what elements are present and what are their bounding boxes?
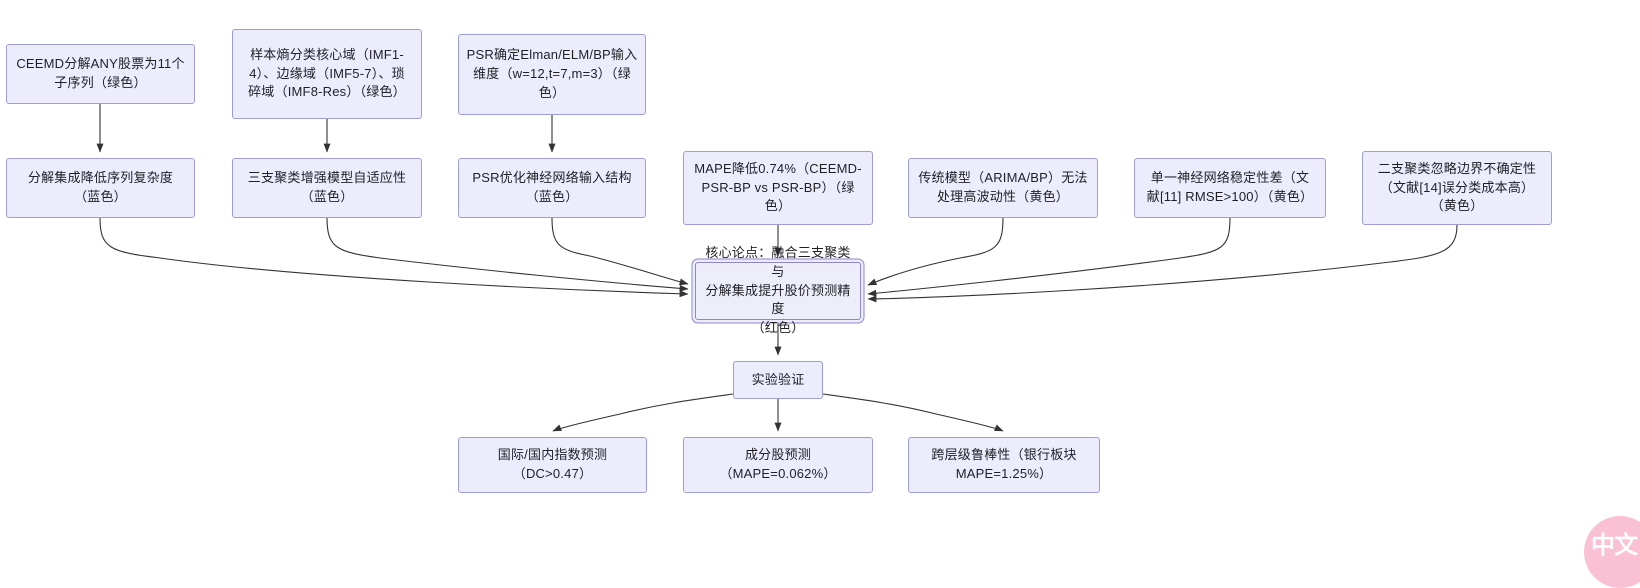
node-two-way-boundary-uncertainty[interactable]: 二支聚类忽略边界不确定性 （文献[14]误分类成本高） （黄色） bbox=[1362, 151, 1552, 225]
node-experiment-validation[interactable]: 实验验证 bbox=[733, 361, 823, 399]
node-label: 分解集成降低序列复杂度 （蓝色） bbox=[27, 170, 174, 204]
node-traditional-model-limitation[interactable]: 传统模型（ARIMA/BP）无法 处理高波动性（黄色） bbox=[908, 158, 1098, 218]
watermark-badge: 中文 bbox=[1584, 516, 1640, 588]
edge-experiment-to-index bbox=[552, 393, 734, 432]
node-label: 国际/国内指数预测 （DC>0.47） bbox=[497, 447, 608, 481]
flowchart-canvas: CEEMD分解ANY股票为11个 子序列（绿色） 样本熵分类核心域（IMF1- 4… bbox=[6, 29, 1640, 588]
node-cross-level-robustness[interactable]: 跨层级鲁棒性（银行板块 MAPE=1.25%） bbox=[908, 437, 1100, 493]
edge-experiment-to-robustness bbox=[822, 393, 1004, 432]
node-label: 二支聚类忽略边界不确定性 （文献[14]误分类成本高） （黄色） bbox=[1377, 160, 1537, 214]
node-label: 样本熵分类核心域（IMF1- 4）、边缘域（IMF5-7）、琐 碎域（IMF8-… bbox=[248, 46, 406, 100]
node-sample-entropy[interactable]: 样本熵分类核心域（IMF1- 4）、边缘域（IMF5-7）、琐 碎域（IMF8-… bbox=[232, 29, 422, 119]
node-mape-reduction[interactable]: MAPE降低0.74%（CEEMD- PSR-BP vs PSR-BP）（绿 色… bbox=[683, 151, 873, 225]
node-single-nn-instability[interactable]: 单一神经网络稳定性差（文 献[11] RMSE>100）（黄色） bbox=[1134, 158, 1326, 218]
node-label: 核心论点：融合三支聚类与 分解集成提升股价预测精度 （红色） bbox=[705, 244, 851, 336]
node-label: 成分股预测 （MAPE=0.062%） bbox=[719, 447, 837, 481]
node-psr-optimize-structure[interactable]: PSR优化神经网络输入结构 （蓝色） bbox=[458, 158, 646, 218]
node-label: PSR优化神经网络输入结构 （蓝色） bbox=[472, 170, 632, 204]
node-component-stock-forecast[interactable]: 成分股预测 （MAPE=0.062%） bbox=[683, 437, 873, 493]
edge-complexity-to-core bbox=[99, 217, 689, 298]
edge-singlenn-to-core bbox=[867, 217, 1231, 297]
edge-twoway-to-core bbox=[867, 224, 1458, 303]
node-reduce-complexity[interactable]: 分解集成降低序列复杂度 （蓝色） bbox=[6, 158, 195, 218]
edge-optimize-to-core bbox=[551, 217, 689, 286]
edge-adaptive-to-core bbox=[326, 217, 689, 292]
node-label: 单一神经网络稳定性差（文 献[11] RMSE>100）（黄色） bbox=[1146, 170, 1314, 204]
edge-traditional-to-core bbox=[867, 217, 1004, 286]
node-label: PSR确定Elman/ELM/BP输入 维度（w=12,t=7,m=3）（绿 色… bbox=[466, 47, 638, 100]
node-label: 跨层级鲁棒性（银行板块 MAPE=1.25%） bbox=[931, 447, 1077, 481]
node-index-forecast[interactable]: 国际/国内指数预测 （DC>0.47） bbox=[458, 437, 647, 493]
node-psr-input-dimension[interactable]: PSR确定Elman/ELM/BP输入 维度（w=12,t=7,m=3）（绿 色… bbox=[458, 34, 646, 115]
node-core-thesis[interactable]: 核心论点：融合三支聚类与 分解集成提升股价预测精度 （红色） bbox=[695, 245, 861, 335]
node-label: CEEMD分解ANY股票为11个 子序列（绿色） bbox=[16, 56, 185, 90]
node-label: 传统模型（ARIMA/BP）无法 处理高波动性（黄色） bbox=[918, 170, 1088, 204]
node-ceemd-decompose[interactable]: CEEMD分解ANY股票为11个 子序列（绿色） bbox=[6, 44, 195, 104]
flow-edges-layer bbox=[96, 104, 1458, 432]
node-label: MAPE降低0.74%（CEEMD- PSR-BP vs PSR-BP）（绿 色… bbox=[694, 160, 862, 214]
node-three-way-adaptive[interactable]: 三支聚类增强模型自适应性 （蓝色） bbox=[232, 158, 422, 218]
node-label: 实验验证 bbox=[751, 371, 805, 387]
watermark-text: 中文 bbox=[1591, 532, 1638, 559]
node-label: 三支聚类增强模型自适应性 （蓝色） bbox=[247, 170, 407, 204]
